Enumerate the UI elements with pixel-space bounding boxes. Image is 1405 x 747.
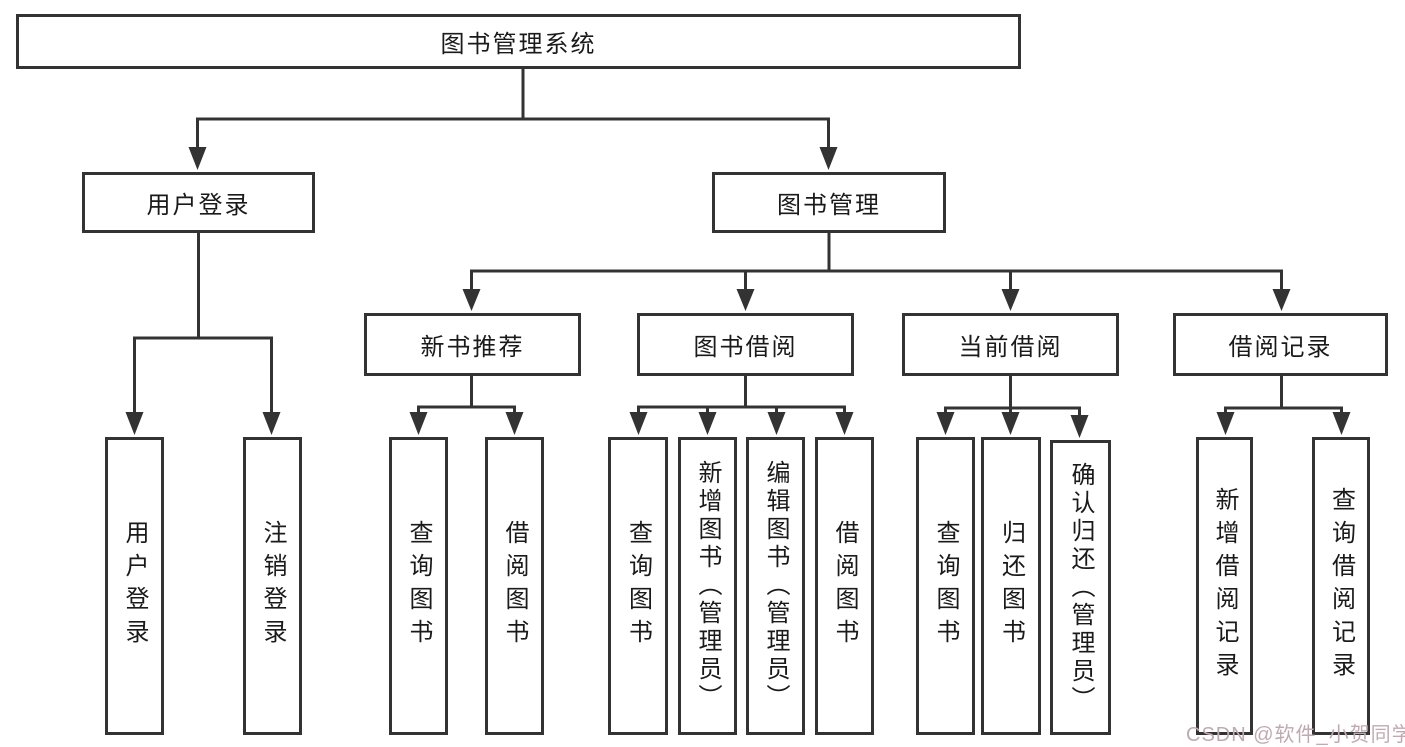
watermark: CSDN @软件_小贺同学 xyxy=(1186,724,1405,746)
arrow-down-icon xyxy=(1070,415,1089,438)
arrow-down-icon xyxy=(698,412,717,435)
arrow-down-icon xyxy=(936,412,955,435)
node-current-borrowing: 当前借阅 xyxy=(902,313,1119,376)
arrow-down-icon xyxy=(1216,412,1235,435)
node-book-borrowing: 图书借阅 xyxy=(637,313,854,376)
node-leaf-query-books-3: 查询图书 xyxy=(916,437,975,735)
node-leaf-confirm-return-admin: 确认归还（管理员） xyxy=(1050,440,1111,735)
node-leaf-logout: 注销登录 xyxy=(243,437,302,735)
arrow-down-icon xyxy=(736,289,755,311)
node-leaf-edit-books-admin: 编辑图书（管理员） xyxy=(746,437,805,735)
arrow-down-icon xyxy=(409,412,428,435)
node-root: 图书管理系统 xyxy=(16,14,1021,69)
node-user-login: 用户登录 xyxy=(82,172,315,233)
arrow-down-icon xyxy=(1332,412,1351,435)
arrow-down-icon xyxy=(1001,412,1020,435)
arrow-down-icon xyxy=(505,412,524,435)
node-leaf-borrow-books-1: 借阅图书 xyxy=(485,437,544,735)
node-leaf-user-login: 用户登录 xyxy=(105,437,164,735)
node-book-management: 图书管理 xyxy=(712,172,946,233)
arrow-down-icon xyxy=(767,412,786,435)
node-leaf-add-borrow-record: 新增借阅记录 xyxy=(1196,437,1253,735)
arrow-down-icon xyxy=(462,289,481,311)
arrow-down-icon xyxy=(629,412,648,435)
node-new-book-recommend: 新书推荐 xyxy=(364,313,581,376)
node-leaf-add-books-admin: 新增图书（管理员） xyxy=(678,437,737,735)
node-leaf-query-borrow-record: 查询借阅记录 xyxy=(1312,437,1370,735)
node-leaf-return-books: 归还图书 xyxy=(981,437,1041,735)
node-leaf-borrow-books-2: 借阅图书 xyxy=(815,437,874,735)
arrow-down-icon xyxy=(188,147,207,170)
arrow-down-icon xyxy=(262,412,281,435)
arrow-down-icon xyxy=(125,412,144,435)
arrow-down-icon xyxy=(1001,289,1020,311)
arrow-down-icon xyxy=(819,147,838,170)
arrow-down-icon xyxy=(1272,289,1291,311)
arrow-down-icon xyxy=(835,412,854,435)
node-leaf-query-books-1: 查询图书 xyxy=(389,437,448,735)
node-borrowing-records: 借阅记录 xyxy=(1173,313,1388,376)
node-leaf-query-books-2: 查询图书 xyxy=(608,437,668,735)
